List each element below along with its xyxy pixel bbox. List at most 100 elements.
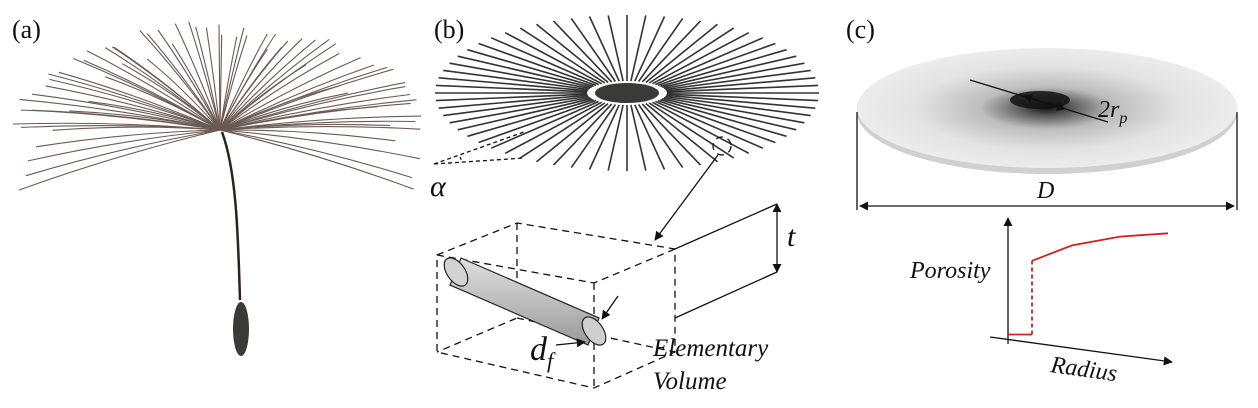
pappus-filament <box>219 129 413 179</box>
radial-filament <box>648 102 735 159</box>
radial-filament <box>535 102 609 163</box>
elementary-label: Elementary <box>652 335 769 362</box>
radial-filament <box>634 104 666 170</box>
panel-b: (b) α t df Element <box>430 15 819 395</box>
zoom-circle <box>712 136 732 156</box>
radial-filament <box>641 20 702 83</box>
pappus-filament <box>219 53 340 131</box>
radial-filament <box>443 95 589 117</box>
radial-filament <box>570 104 617 169</box>
radial-filaments <box>435 15 819 171</box>
radial-filament <box>552 20 613 83</box>
pappus-filament <box>219 68 394 131</box>
porosity-series-outer <box>1031 232 1169 262</box>
pappus-filament <box>219 43 337 131</box>
pappus-filament <box>121 63 221 131</box>
radial-filament <box>660 48 787 88</box>
porosity-axis-label: Porosity <box>909 258 991 284</box>
pappus-filament <box>219 129 414 190</box>
pappus-filament <box>146 58 221 131</box>
radial-filament <box>504 101 602 155</box>
radial-filament <box>652 101 750 155</box>
pappus-filament <box>69 110 221 131</box>
pappus-filament <box>88 100 221 131</box>
radial-filament <box>645 102 719 163</box>
porosity-x-axis <box>989 336 1173 366</box>
pappus-filament <box>219 33 268 131</box>
radial-filament <box>663 96 805 124</box>
pappus-filament <box>219 102 411 131</box>
t-symbol: t <box>787 220 796 253</box>
radial-filament <box>637 104 684 169</box>
radial-filament <box>504 31 602 85</box>
pappus-filament <box>58 71 221 131</box>
pappus-filament <box>219 40 289 131</box>
pappus-filament <box>52 126 221 131</box>
pappus-filament <box>205 27 221 131</box>
radial-filament <box>449 62 591 90</box>
pappus-filament <box>49 78 221 131</box>
thickness-ext-top <box>674 203 778 250</box>
dandelion-pappus <box>12 21 422 191</box>
radial-filament <box>666 77 816 92</box>
df-symbol: df <box>530 331 556 373</box>
radial-filament <box>490 37 600 86</box>
pappus-filament <box>171 43 221 131</box>
volume-label: Volume <box>653 368 727 395</box>
pappus-filament <box>36 129 221 148</box>
diameter-arrow-bottom <box>555 338 586 348</box>
radial-filament <box>630 15 647 82</box>
seed-body <box>233 302 249 356</box>
radial-filament <box>535 23 609 84</box>
radial-filament <box>588 104 620 170</box>
porosity-chart: Porosity Radius <box>909 217 1173 387</box>
pappus-filament <box>219 33 277 131</box>
pappus-filament <box>174 23 221 131</box>
disc-core <box>1010 91 1070 109</box>
pappus-filament <box>32 93 221 131</box>
radial-filament <box>519 27 606 84</box>
pappus-filament <box>219 93 411 131</box>
pappus-filament <box>157 29 221 131</box>
pappus-filament <box>219 129 420 160</box>
panel-c: (c) 2rp D Porosity Radius <box>846 15 1238 387</box>
thickness-ext-bottom <box>674 271 778 319</box>
pappus-filament <box>219 92 349 131</box>
radial-filament <box>467 98 594 138</box>
radial-filament <box>654 37 764 86</box>
radial-filament <box>657 99 776 144</box>
radial-filament <box>652 31 750 85</box>
panel-c-label: (c) <box>846 15 875 44</box>
pappus-filament <box>218 24 221 131</box>
fiber-cylinder <box>443 257 607 346</box>
filament-hub <box>595 83 659 103</box>
radial-filament <box>457 55 592 89</box>
radial-filament <box>654 100 764 149</box>
radial-filament <box>607 15 624 82</box>
alpha-ref-line <box>433 131 525 165</box>
pappus-filament <box>25 129 221 177</box>
radial-filament <box>438 94 588 109</box>
pappus-filament <box>219 38 330 131</box>
radial-filament <box>637 17 684 82</box>
panel-b-label: (b) <box>434 15 464 44</box>
pappus-filament <box>86 50 221 131</box>
alpha-arc <box>459 156 463 164</box>
radial-filament <box>478 42 597 87</box>
radial-filament <box>662 97 797 131</box>
radial-filament <box>443 69 589 91</box>
radial-filament <box>519 102 606 159</box>
radial-filament <box>490 100 600 149</box>
radial-filament <box>457 97 592 131</box>
radial-filament <box>663 62 805 90</box>
radial-filament <box>552 103 613 166</box>
radial-filament <box>588 16 620 82</box>
seed-stalk <box>220 131 242 301</box>
pappus-filament <box>27 129 221 162</box>
pappus-filament <box>105 76 221 131</box>
radial-filament <box>648 27 735 84</box>
panel-a-label: (a) <box>12 15 41 44</box>
radial-filament <box>666 94 816 109</box>
pappus-filament <box>219 39 316 131</box>
radial-filament <box>467 48 594 88</box>
